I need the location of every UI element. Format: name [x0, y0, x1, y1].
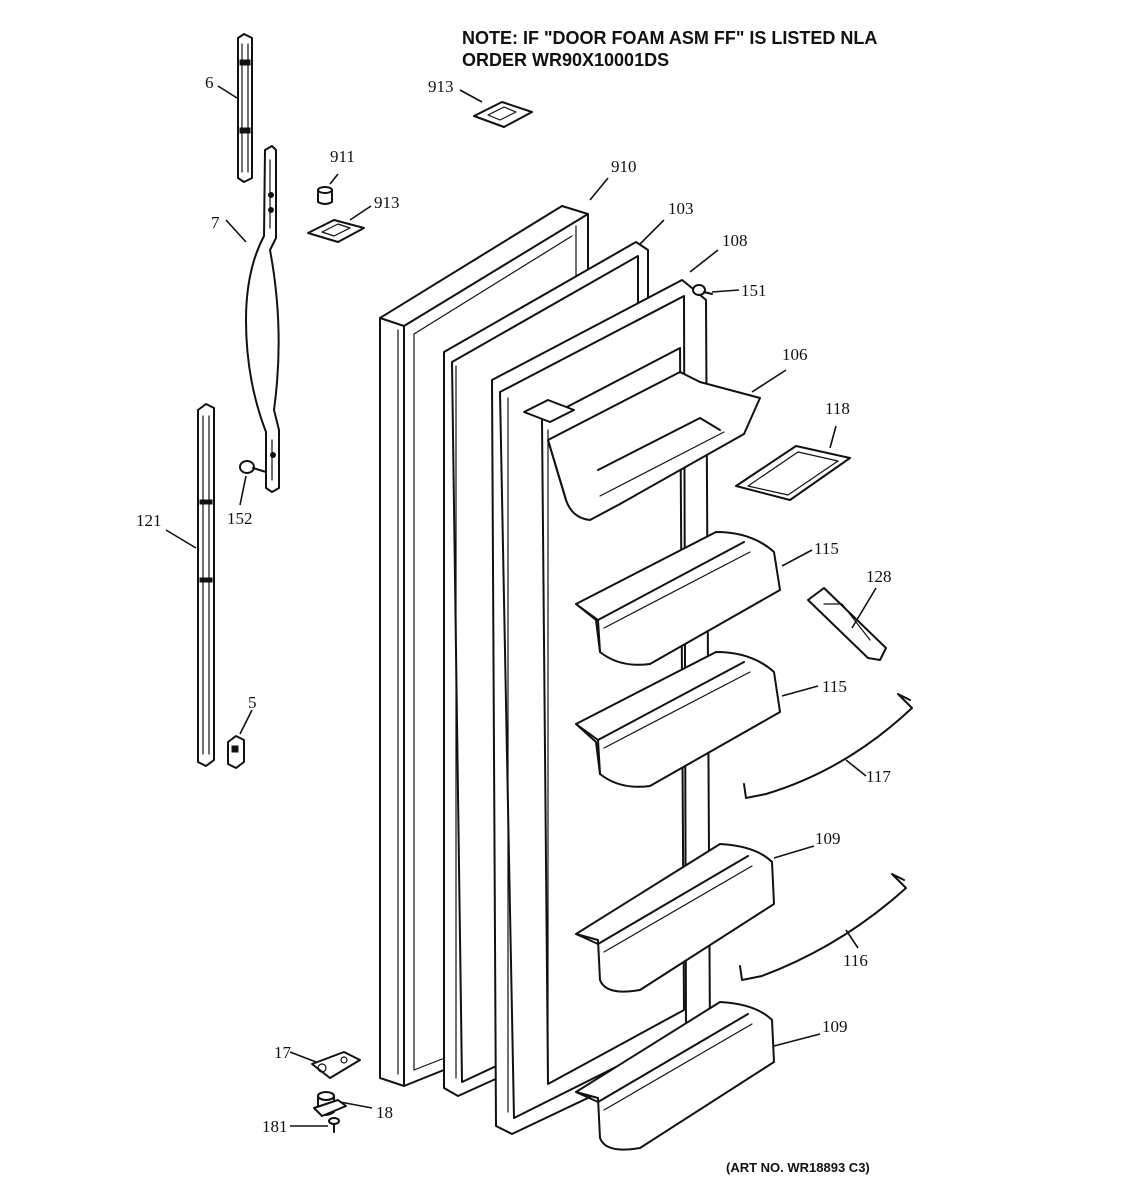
callout-181: 181	[262, 1117, 288, 1136]
callout-109-upper: 109	[815, 829, 841, 848]
part-117-rail	[743, 693, 913, 799]
callout-106: 106	[782, 345, 808, 364]
part-121-trim	[197, 403, 215, 767]
part-5-clip	[227, 735, 245, 769]
callout-17: 17	[274, 1043, 292, 1062]
part-118-tray	[735, 445, 851, 501]
callout-115-lower: 115	[822, 677, 847, 696]
part-151-screw	[692, 284, 713, 296]
callout-108: 108	[722, 231, 748, 250]
callout-116: 116	[843, 951, 868, 970]
part-116-rail	[739, 873, 907, 981]
callout-913-left: 913	[374, 193, 400, 212]
callout-152: 152	[227, 509, 253, 528]
callout-115-upper: 115	[814, 539, 839, 558]
callout-913-top: 913	[428, 77, 454, 96]
callout-18: 18	[376, 1103, 393, 1122]
callout-117: 117	[866, 767, 891, 786]
part-913-plate-left	[307, 219, 365, 243]
part-115-bin-lower	[575, 651, 781, 788]
part-115-bin-upper	[575, 531, 781, 666]
callout-151: 151	[741, 281, 767, 300]
callout-121: 121	[136, 511, 162, 530]
callout-6: 6	[205, 73, 214, 92]
part-106-dairy-door	[523, 371, 761, 521]
callout-5: 5	[248, 693, 257, 712]
part-911-plug	[317, 186, 333, 205]
callout-7: 7	[211, 213, 220, 232]
callout-109-lower: 109	[822, 1017, 848, 1036]
part-109-bin-lower	[575, 1001, 775, 1151]
part-152-screw	[239, 460, 267, 474]
part-7-handle	[245, 145, 280, 493]
callout-103: 103	[668, 199, 694, 218]
callout-910: 910	[611, 157, 637, 176]
note-line-2: ORDER WR90X10001DS	[462, 50, 669, 70]
leader-lines	[165, 85, 877, 1127]
callout-128: 128	[866, 567, 892, 586]
part-17-hinge-plate	[311, 1051, 361, 1079]
callout-118: 118	[825, 399, 850, 418]
part-6-trim	[237, 33, 253, 183]
part-18-hinge-pin	[313, 1091, 347, 1117]
note-line-1: NOTE: IF "DOOR FOAM ASM FF" IS LISTED NL…	[462, 28, 877, 48]
art-number: (ART NO. WR18893 C3)	[726, 1160, 870, 1175]
part-109-bin-upper	[575, 843, 775, 993]
part-913-plate-top	[473, 101, 533, 128]
part-181-screw	[328, 1117, 340, 1133]
callout-911: 911	[330, 147, 355, 166]
part-128-bracket	[807, 587, 887, 661]
